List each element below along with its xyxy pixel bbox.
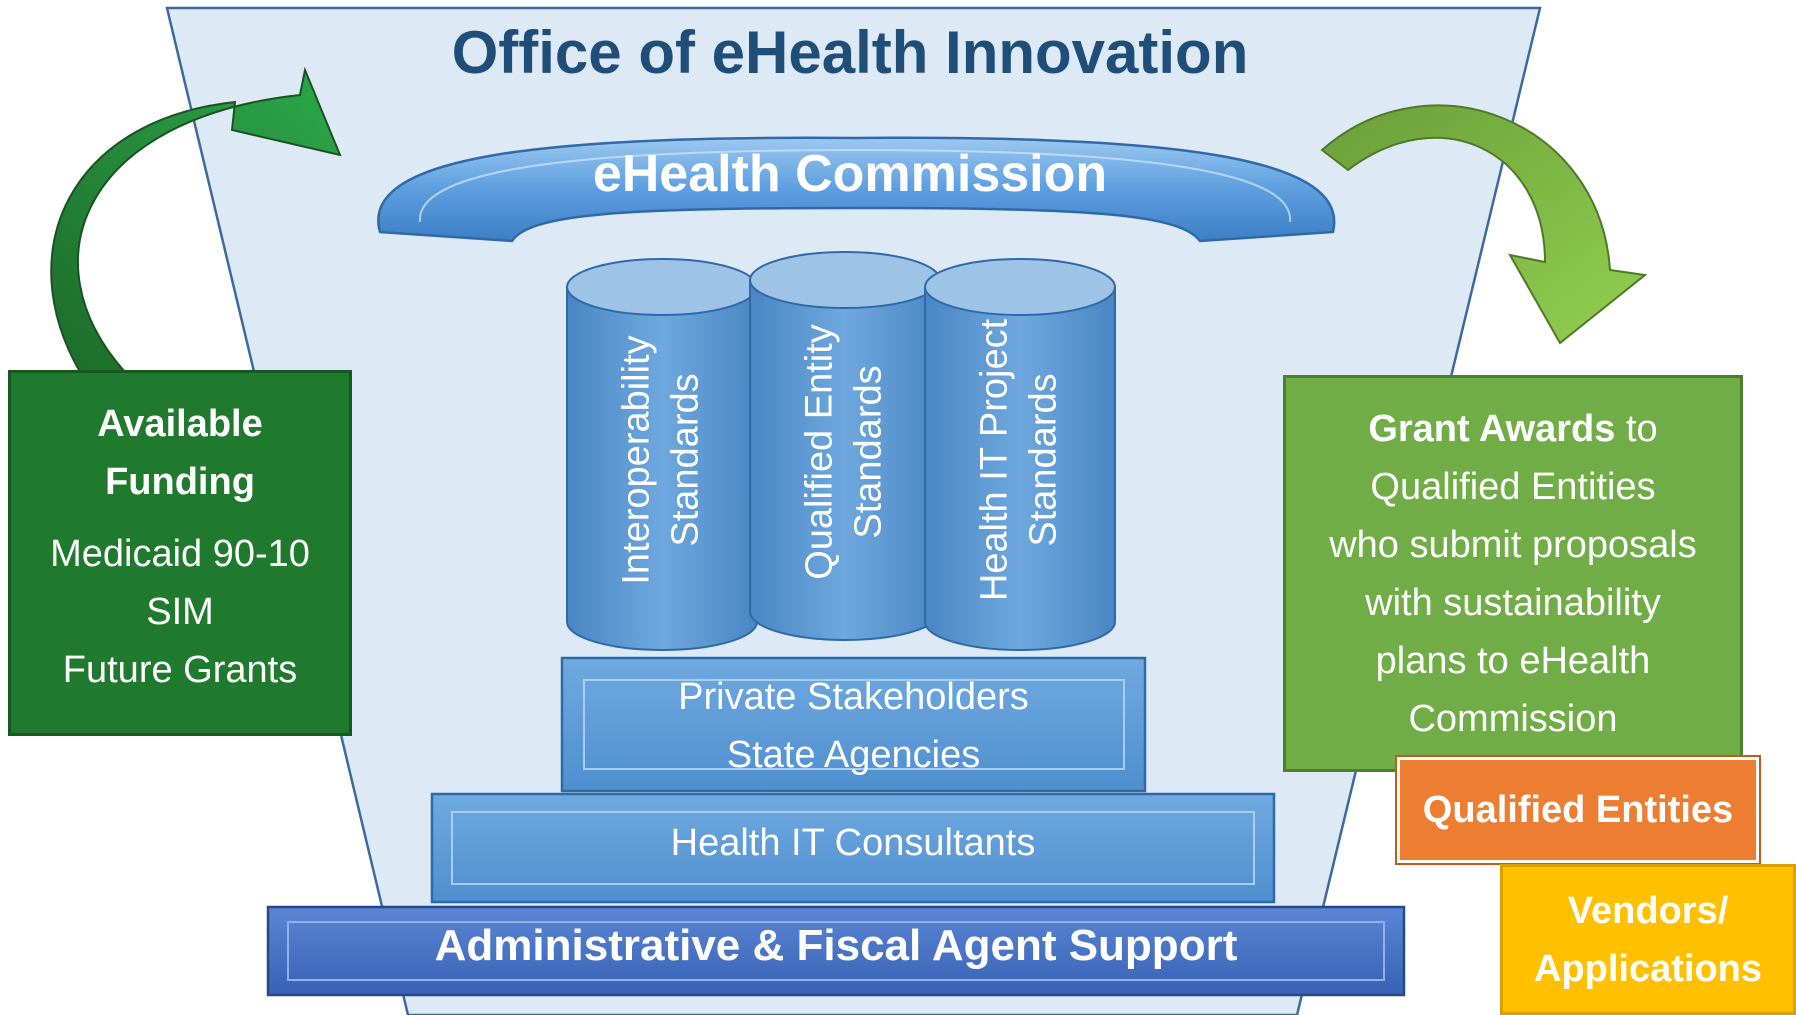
grant-arrow-icon	[1320, 104, 1648, 345]
funding-box: Available Funding Medicaid 90-10 SIM Fut…	[8, 370, 352, 736]
commission-arch	[377, 136, 1336, 243]
page-title: Office of eHealth Innovation	[451, 19, 1249, 86]
grants-box: Grant Awards to Qualified Entities who s…	[1283, 375, 1743, 772]
grants-line: who submit proposals	[1329, 523, 1697, 566]
commission-label-rest: Commission	[795, 145, 1108, 203]
commission-label: eHealth Commission	[500, 144, 1200, 204]
pillar-health-it-project	[924, 258, 1116, 651]
vendors-box: Vendors/ Applications	[1500, 864, 1796, 1015]
grants-line: plans to eHealth	[1375, 639, 1651, 682]
funding-item: Future Grants	[62, 649, 298, 691]
grants-heading: Grant Awards to	[1368, 407, 1658, 450]
tier-admin-label: Administrative & Fiscal Agent Support	[434, 921, 1238, 970]
tier-stakeholders-label: Private Stakeholders State Agencies	[678, 676, 1029, 776]
pillar-interoperability	[566, 258, 758, 651]
pillar-label-health-it-project: Health IT Project Standards	[973, 318, 1065, 602]
funding-item: SIM	[146, 591, 214, 633]
pillar-label-qualified-entity: Qualified Entity Standards	[798, 324, 890, 580]
pillar-label-interoperability: Interoperability Standards	[615, 335, 707, 585]
qualified-entities-box: Qualified Entities	[1395, 755, 1761, 865]
funding-item: Medicaid 90-10	[50, 533, 310, 575]
grants-line: with sustainability	[1365, 581, 1661, 624]
tier-consultants-label: Health IT Consultants	[670, 822, 1036, 864]
vendors-line-2: Applications	[1533, 947, 1763, 990]
commission-label-bold: eHealth	[592, 145, 781, 203]
grants-line: Qualified Entities	[1370, 465, 1656, 508]
funding-heading-1: Available	[97, 403, 263, 445]
vendors-line-1: Vendors/	[1567, 889, 1729, 932]
funding-arrow-icon	[50, 66, 342, 373]
grants-line: Commission	[1408, 697, 1618, 740]
funding-heading-2: Funding	[105, 461, 255, 503]
